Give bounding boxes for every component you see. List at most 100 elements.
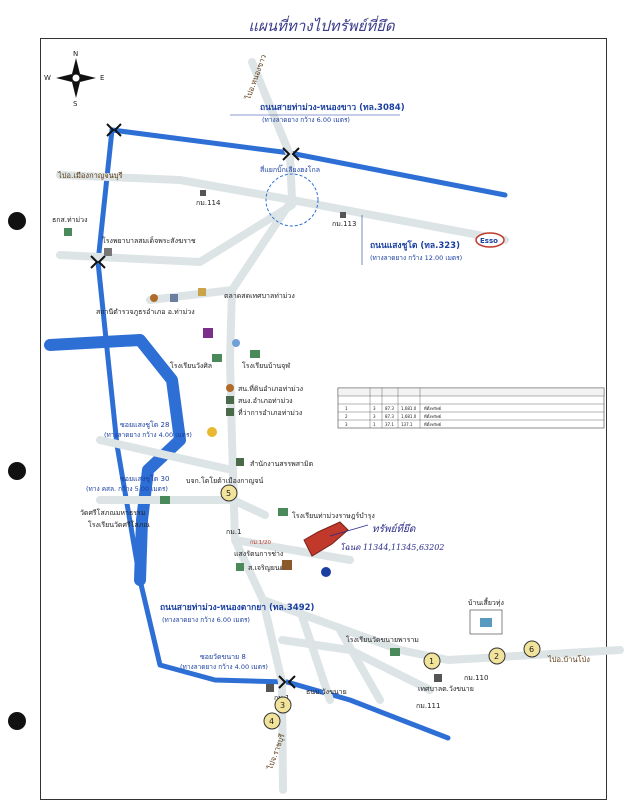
bank-icon <box>64 228 72 236</box>
hospital-cross-icon <box>232 339 240 347</box>
svg-text:ที่ตั้งทรัพย์: ที่ตั้งทรัพย์ <box>424 404 441 411</box>
soi-30-label: ซอยแสงชูโต 30 <box>120 474 169 483</box>
numbered-marker: 3 <box>274 696 292 714</box>
land-office-label: สน.ที่ดินอำเภอท่าม่วง <box>238 384 303 393</box>
svg-text:5: 5 <box>226 489 231 498</box>
school-icon <box>390 648 400 656</box>
svg-text:ที่ตั้งทรัพย์: ที่ตั้งทรัพย์ <box>424 412 441 419</box>
svg-text:2: 2 <box>345 414 348 419</box>
school1-label: โรงเรียนวังศิล <box>170 361 212 370</box>
school-icon <box>160 496 170 504</box>
svg-text:137.1: 137.1 <box>401 422 413 427</box>
bank2-label: ธนบ.วังขนาย <box>306 688 347 696</box>
esso-text: Esso <box>480 237 498 245</box>
bank-label: ธกส.ท่าม่วง <box>52 216 88 224</box>
table-row: 1 3 87.3 1,681.0 ที่ตั้งทรัพย์ <box>345 404 441 411</box>
district-hall-label: ที่ว่าการอำเภอท่าม่วง <box>238 408 302 417</box>
soi-30-width: (ทาง คสล. กว้าง 5.00 เมตร) <box>86 485 168 493</box>
fuel-icon <box>207 427 217 437</box>
numbered-marker: 4 <box>263 712 281 730</box>
soi-28-label: ซอยแสงชูโต 28 <box>120 420 169 429</box>
office-icon <box>226 408 234 416</box>
road-3084-width: (ทางลาดยาง กว้าง 6.00 เมตร) <box>262 116 350 124</box>
highway-north <box>109 127 508 198</box>
punch-hole <box>8 462 26 480</box>
km113-label: กม.113 <box>332 220 356 228</box>
municipality-label: เทศบาลต.วังขนาย <box>418 685 474 693</box>
km1-label: กม.1 <box>226 528 242 536</box>
km111-label: กม.111 <box>416 702 440 710</box>
svg-text:3: 3 <box>280 701 285 710</box>
property-marker <box>303 521 369 557</box>
km114-label: กม.114 <box>196 199 221 207</box>
map-title: แผนที่ทางไปทรัพย์ที่ยึด <box>248 17 395 35</box>
company-label: บจก.โตโยต้าเมืองกาญจน์ <box>186 476 264 485</box>
overpass-icon <box>106 123 122 137</box>
police-icon <box>150 294 158 302</box>
school-icon <box>250 350 260 358</box>
intersection-label: สี่แยกบิ๊กเลียงฮงโกล <box>260 164 320 174</box>
school4-label: โรงเรียนท่าม่วงราษฎร์บำรุง <box>292 511 375 520</box>
intersection-ring <box>265 173 319 227</box>
svg-text:W: W <box>44 74 51 82</box>
deed-table: 1 3 87.3 1,681.0 ที่ตั้งทรัพย์ 2 3 87.3 … <box>337 387 605 429</box>
road-323-label: ถนนแสงชูโต (ทล.323) <box>370 240 460 251</box>
svg-text:1: 1 <box>345 406 348 411</box>
numbered-marker: 6 <box>523 640 541 658</box>
numbered-marker: 1 <box>423 652 441 670</box>
esso-logo <box>475 232 505 248</box>
svg-text:S: S <box>73 100 78 108</box>
shop-icon <box>236 563 244 571</box>
overpass-icon <box>278 675 296 689</box>
svg-text:3: 3 <box>345 422 348 427</box>
compass-icon: N S E W <box>44 50 104 108</box>
river <box>44 334 186 586</box>
soi-28-width: (ทางลาดยาง กว้าง 4.00 เมตร) <box>104 431 192 439</box>
municipality-icon <box>434 674 442 682</box>
overpass-icon <box>282 147 300 161</box>
numbered-marker: 2 <box>488 647 506 665</box>
village-icon <box>480 618 492 627</box>
svg-text:1,681.0: 1,681.0 <box>401 406 417 411</box>
shop-icon <box>282 560 292 570</box>
road-3492-width: (ทางลาดยาง กว้าง 6.00 เมตร) <box>162 616 250 624</box>
gas-station-icon <box>321 567 331 577</box>
school2-label: โรงเรียนบ้านจุฬ <box>242 361 290 370</box>
svg-text:N: N <box>73 50 78 58</box>
svg-text:87.3: 87.3 <box>385 414 394 419</box>
school-icon <box>278 508 288 516</box>
table-row: 2 3 87.3 1,681.0 ที่ตั้งทรัพย์ <box>345 412 441 419</box>
overpass-icon <box>90 255 106 269</box>
deed-numbers: โฉนด 11344,11345,63202 <box>340 542 444 552</box>
school-icon <box>212 354 222 362</box>
road-3492-label: ถนนสายท่าม่วง-หนองตากยา (ทล.3492) <box>160 602 315 613</box>
district-office-label: สนง.อำเภอท่าม่วง <box>238 397 293 405</box>
svg-text:87.3: 87.3 <box>385 406 394 411</box>
svg-text:E: E <box>100 74 104 82</box>
soi-8-label: ซอยวัดขนาย 8 <box>200 653 246 661</box>
school3-label: โรงเรียนวัดศรีโสภณ <box>88 520 150 529</box>
svg-text:6: 6 <box>529 645 534 654</box>
direction-banpong: ไปอ.บ้านโป่ง <box>547 655 590 664</box>
svg-text:2: 2 <box>494 652 499 661</box>
shop1-label: แสงรัตนการช่าง <box>234 550 283 558</box>
km1-120-label: กม.1/20 <box>250 540 272 546</box>
shop2-label: ส.เจริญยนต์ <box>248 564 285 572</box>
police-label: สถานีตำรวจภูธรอำเภอ อ.ท่าม่วง <box>96 308 195 316</box>
soi-8-width: (ทางลาดยาง กว้าง 4.00 เมตร) <box>180 663 268 671</box>
svg-text:ที่ตั้งทรัพย์: ที่ตั้งทรัพย์ <box>424 420 441 427</box>
km-marker-icon <box>200 190 206 196</box>
village-label: บ้านเสี้ยวทุ่ง <box>468 596 504 607</box>
svg-text:3: 3 <box>373 414 376 419</box>
numbered-marker: 5 <box>220 484 238 502</box>
school5-label: โรงเรียนวัดขนายพาราม <box>346 635 419 644</box>
punch-hole <box>8 212 26 230</box>
road-3084-label: ถนนสายท่าม่วง-หนองขาว (ทล.3084) <box>260 102 405 113</box>
svg-text:3: 3 <box>373 406 376 411</box>
road-323-width: (ทางลาดยาง กว้าง 12.00 เมตร) <box>370 254 462 262</box>
svg-text:1: 1 <box>429 657 434 666</box>
wat-label: วัดศรีโสภณมหาธรรม <box>80 508 145 517</box>
svg-text:4: 4 <box>269 717 274 726</box>
direction-kanchanaburi: ไปอ.เมืองกาญจนบุรี <box>57 171 123 180</box>
